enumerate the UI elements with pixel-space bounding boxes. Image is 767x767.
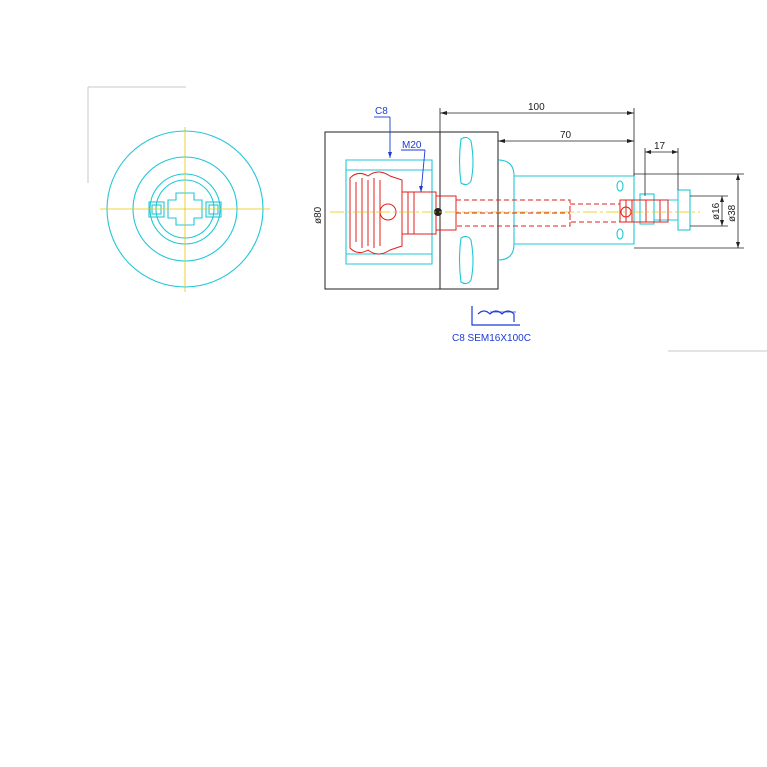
end-view-centerlines	[100, 127, 270, 292]
callout-leaders	[374, 116, 426, 193]
dim-diameter-body: ø80	[313, 206, 324, 224]
dim-diameter-tip: ø16	[711, 202, 722, 220]
body-envelope	[324, 131, 499, 290]
dimension-lines	[324, 108, 744, 289]
frame-lines	[87, 86, 767, 352]
dim-length-tip: 17	[654, 141, 666, 152]
dim-diameter-neck: ø38	[727, 204, 738, 222]
tool-part	[349, 171, 669, 255]
manufacturer-logo	[471, 306, 520, 326]
dim-length-shank: 70	[560, 130, 572, 141]
part-code-caption: C8 SEM16X100C	[452, 333, 531, 344]
side-view: 100 70 17 ø80 ø16 ø38 C8 M20 C8 SEM16X10…	[313, 102, 744, 344]
dimension-arrows	[440, 111, 740, 248]
center-point	[434, 208, 442, 216]
holder-outline	[345, 136, 691, 285]
dim-length-overall: 100	[528, 102, 545, 113]
callout-thread: M20	[402, 140, 422, 151]
end-view	[100, 127, 270, 292]
callout-collet: C8	[375, 106, 388, 117]
